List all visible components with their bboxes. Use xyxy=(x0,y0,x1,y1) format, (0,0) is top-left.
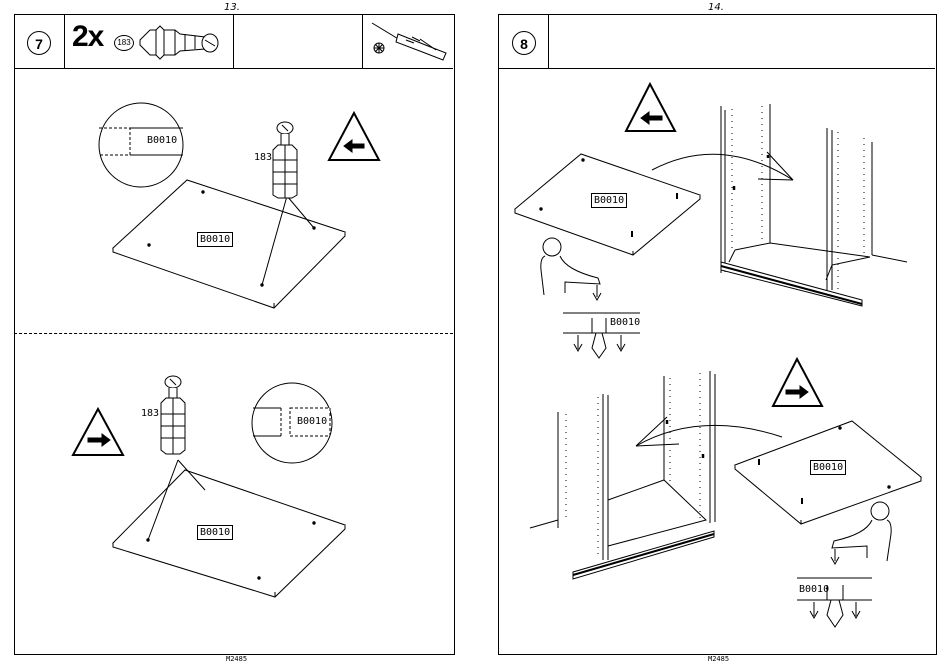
right-footer-code: M2485 xyxy=(708,655,729,663)
detail-label-right-bottom: B0010 xyxy=(799,584,829,595)
board-label-right-bottom: B0010 xyxy=(810,460,846,475)
